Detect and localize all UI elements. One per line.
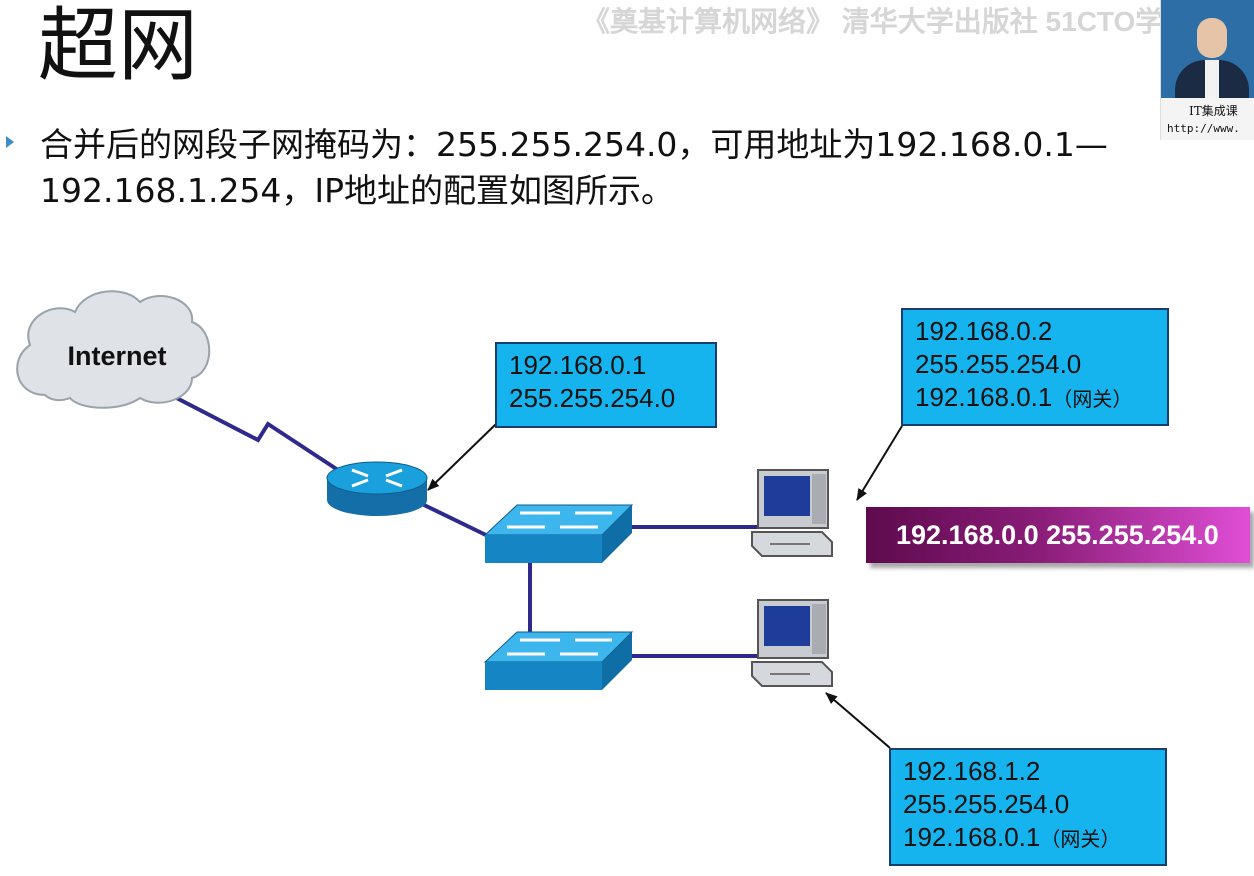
pc1-gateway: 192.168.0.1 [915, 382, 1053, 412]
speaker-caption: IT集成课 [1189, 104, 1238, 118]
speaker-photo [1161, 0, 1254, 98]
switch-icon-top [483, 504, 634, 563]
slide-description: 合并后的网段子网掩码为：255.255.254.0，可用地址为192.168.0… [40, 125, 1108, 210]
pc1-mask: 255.255.254.0 [915, 349, 1082, 379]
pc1-ip-box: 192.168.0.2 255.255.254.0 192.168.0.1（网关… [901, 308, 1169, 426]
router-ip: 192.168.0.1 [509, 350, 647, 380]
watermark-text: 《奠基计算机网络》 清华大学出版社 51CTO学 [582, 6, 1164, 37]
router-icon [326, 461, 428, 516]
pc2-mask: 255.255.254.0 [903, 789, 1070, 819]
pc1-callout-arrow [856, 425, 903, 501]
pc2-ip: 192.168.1.2 [903, 756, 1041, 786]
router-mask: 255.255.254.0 [509, 383, 676, 413]
network-label-bar: 192.168.0.0 255.255.254.0 [866, 507, 1250, 563]
pc2-gateway-note: （网关） [1040, 829, 1121, 851]
cloud-label: Internet [67, 341, 166, 371]
router-switch-link [419, 501, 491, 539]
pc2-ip-box: 192.168.1.2 255.255.254.0 192.168.0.1（网关… [889, 748, 1167, 866]
pc2-callout-arrow [825, 692, 891, 749]
pc2-gateway: 192.168.0.1 [903, 822, 1041, 852]
pc1-gateway-note: （网关） [1052, 389, 1133, 411]
computer-icon-bottom [751, 599, 833, 687]
bullet-icon [6, 136, 14, 148]
wan-link [164, 390, 340, 472]
slide-title: 超网 [38, 0, 198, 92]
internet-cloud: Internet [16, 290, 211, 409]
computer-icon-top [751, 469, 833, 557]
speaker-video: IT集成课 http://www. [1160, 0, 1254, 140]
speaker-url: http://www. [1167, 122, 1240, 135]
pc1-ip: 192.168.0.2 [915, 316, 1053, 346]
router-callout-arrow [427, 423, 497, 491]
router-ip-box: 192.168.0.1 255.255.254.0 [495, 342, 717, 428]
switch-icon-bottom [483, 631, 634, 690]
